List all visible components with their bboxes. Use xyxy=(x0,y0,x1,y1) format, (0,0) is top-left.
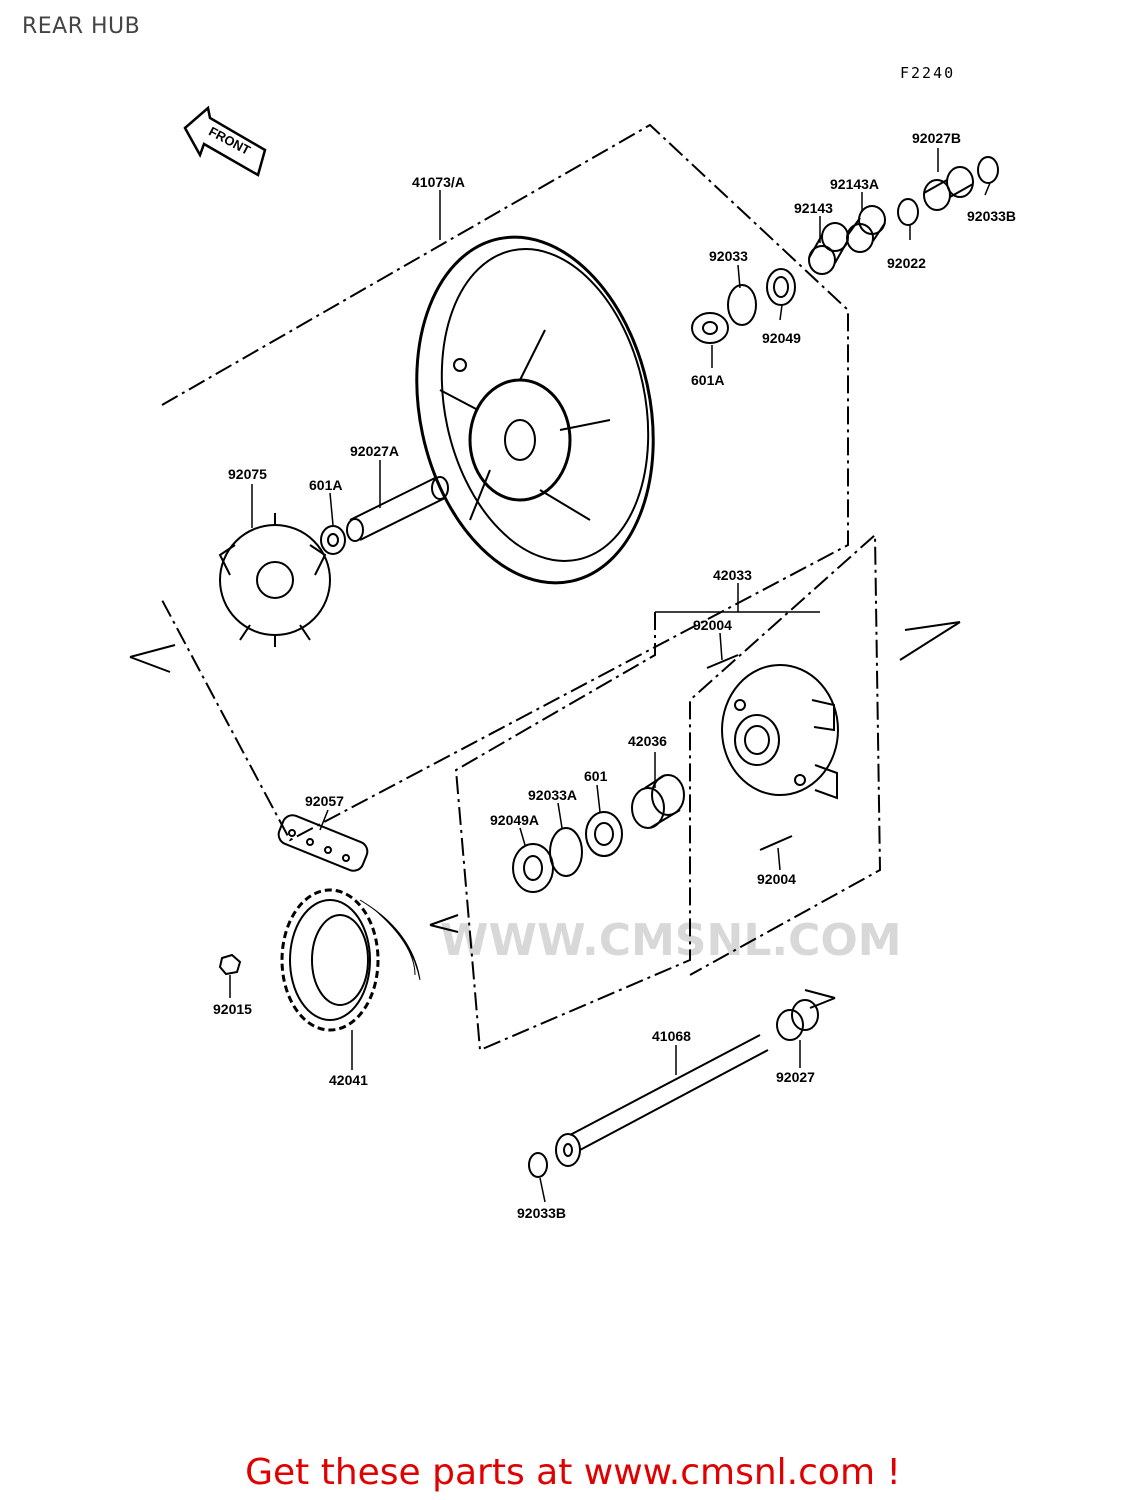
bearing-601 xyxy=(585,811,623,857)
label-41068: 41068 xyxy=(652,1028,691,1044)
wheel-group-outline xyxy=(161,123,849,842)
label-92143: 92143 xyxy=(794,200,833,216)
chain-segment xyxy=(277,814,369,872)
label-92075: 92075 xyxy=(228,466,267,482)
label-92049a: 92049A xyxy=(490,812,540,828)
bearing-601a-right xyxy=(691,312,729,344)
circlip-92033b-top xyxy=(977,156,999,184)
circlip-92033a xyxy=(549,827,583,877)
label-92022: 92022 xyxy=(887,255,926,271)
label-92027: 92027 xyxy=(776,1069,815,1085)
seal-92049a xyxy=(512,843,554,893)
label-92057: 92057 xyxy=(305,793,344,809)
label-92143a: 92143A xyxy=(830,176,880,192)
seal-92049 xyxy=(766,268,796,306)
collar-92143a xyxy=(846,205,886,253)
washer-92022 xyxy=(897,198,919,226)
sprocket-coupling xyxy=(721,664,839,800)
collar-92143 xyxy=(808,222,849,275)
rubber-damper xyxy=(218,513,331,647)
footer-link[interactable]: Get these parts at www.cmsnl.com ! xyxy=(245,1452,901,1493)
hub-group-outline xyxy=(454,532,882,1052)
label-42041: 42041 xyxy=(329,1072,368,1088)
stud-92004-bottom xyxy=(759,835,793,851)
label-601a-left: 601A xyxy=(309,477,343,493)
bearing-601a-left xyxy=(320,525,346,555)
collar-42036 xyxy=(631,774,685,829)
rear-sprocket xyxy=(280,888,421,1032)
label-92033b-bottom: 92033B xyxy=(517,1205,567,1221)
rear-axle xyxy=(555,1034,769,1167)
page-title: REAR HUB xyxy=(22,14,141,39)
label-92033a: 92033A xyxy=(528,787,578,803)
label-92033: 92033 xyxy=(709,248,748,264)
footer-link-container: Get these parts at www.cmsnl.com ! xyxy=(0,1452,1146,1493)
rear-wheel xyxy=(415,235,655,585)
collar-92027b xyxy=(923,166,974,211)
label-601a-right: 601A xyxy=(691,372,725,388)
label-92027b: 92027B xyxy=(912,130,962,146)
collar-92027 xyxy=(776,999,819,1041)
label-92015: 92015 xyxy=(213,1001,252,1017)
label-42036: 42036 xyxy=(628,733,667,749)
circlip-92033b-bottom xyxy=(528,1152,548,1178)
front-arrow-icon: FRONT xyxy=(183,105,267,177)
stud-92004-top xyxy=(706,654,739,669)
label-92004-top: 92004 xyxy=(693,617,732,633)
nut-92015 xyxy=(218,953,242,976)
label-92027a: 92027A xyxy=(350,443,400,459)
label-92049: 92049 xyxy=(762,330,801,346)
circlip-92033 xyxy=(727,284,757,326)
figure-code: F2240 xyxy=(900,64,956,82)
label-601: 601 xyxy=(584,768,608,784)
spacer-92027a xyxy=(346,476,449,542)
watermark-text: WWW.CMSNL.COM xyxy=(440,915,902,966)
label-92004-bottom: 92004 xyxy=(757,871,796,887)
label-42033: 42033 xyxy=(713,567,752,583)
label-41073a: 41073/A xyxy=(412,174,465,190)
label-92033b-top: 92033B xyxy=(967,208,1017,224)
